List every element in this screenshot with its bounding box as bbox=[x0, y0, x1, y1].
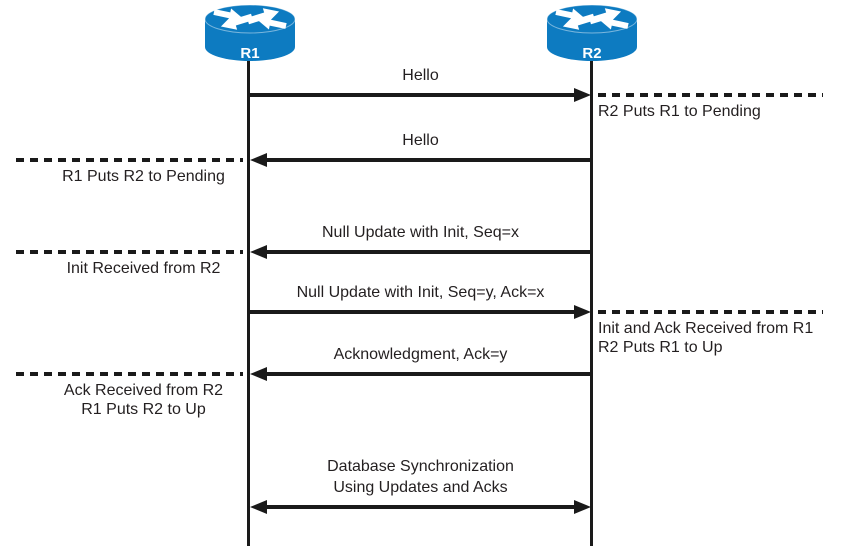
message-label: Hello bbox=[402, 132, 439, 149]
dashed-line bbox=[16, 158, 243, 162]
message-label: Null Update with Init, Seq=x bbox=[322, 224, 519, 241]
router-arrows-icon bbox=[213, 8, 287, 30]
arrowhead-left-icon bbox=[250, 500, 267, 514]
dashed-line bbox=[16, 372, 243, 376]
annotation-line2: R2 Puts R1 to Up bbox=[598, 339, 723, 356]
message-label: Acknowledgment, Ack=y bbox=[333, 346, 508, 363]
annotation-line2: R1 Puts R2 to Up bbox=[81, 401, 206, 418]
arrowhead-left-icon bbox=[250, 245, 267, 259]
annotation-text: R2 Puts R1 to Pending bbox=[598, 103, 761, 120]
dashed-line bbox=[598, 93, 823, 97]
arrow-line bbox=[264, 158, 591, 162]
annotation-init-ack-received-from-r1: Init and Ack Received from R1 R2 Puts R1… bbox=[598, 310, 858, 357]
annotation-r2-puts-r1-pending: R2 Puts R1 to Pending bbox=[598, 93, 858, 121]
message-label-line1: Database Synchronization bbox=[327, 458, 514, 475]
router-icon-r1: R1 bbox=[204, 4, 296, 62]
arrowhead-right-icon bbox=[574, 305, 591, 319]
arrow-line bbox=[250, 93, 577, 97]
arrowhead-left-icon bbox=[250, 153, 267, 167]
annotation-line1: Ack Received from R2 bbox=[63, 382, 224, 399]
dashed-line bbox=[598, 310, 823, 314]
arrow-line bbox=[250, 310, 577, 314]
router-label-r1: R1 bbox=[240, 45, 259, 62]
message-label-line2: Using Updates and Acks bbox=[333, 479, 508, 496]
arrow-line bbox=[264, 250, 591, 254]
arrow-line bbox=[264, 505, 577, 509]
annotation-line1: Init and Ack Received from R1 bbox=[598, 320, 814, 337]
router-label-r2: R2 bbox=[582, 45, 601, 62]
annotation-text: Ack Received from R2 R1 Puts R2 to Up bbox=[30, 381, 257, 419]
annotation-init-received-from-r2: Init Received from R2 bbox=[16, 250, 243, 278]
dashed-line bbox=[16, 250, 243, 254]
annotation-text: Init Received from R2 bbox=[66, 260, 221, 277]
lifeline-r1 bbox=[247, 52, 250, 546]
router-arrows-icon bbox=[555, 8, 629, 30]
arrowhead-left-icon bbox=[250, 367, 267, 381]
lifeline-r2 bbox=[590, 52, 593, 546]
annotation-text: R1 Puts R2 to Pending bbox=[62, 168, 225, 185]
arrowhead-right-icon bbox=[574, 500, 591, 514]
message-label: Null Update with Init, Seq=y, Ack=x bbox=[296, 284, 545, 301]
annotation-r1-puts-r2-pending: R1 Puts R2 to Pending bbox=[16, 158, 243, 186]
message-label: Hello bbox=[402, 67, 439, 84]
router-icon-r2: R2 bbox=[546, 4, 638, 62]
message-label: Database Synchronization Using Updates a… bbox=[250, 456, 591, 498]
arrow-line bbox=[264, 372, 591, 376]
annotation-ack-received-from-r2: Ack Received from R2 R1 Puts R2 to Up bbox=[16, 372, 243, 419]
arrowhead-right-icon bbox=[574, 88, 591, 102]
annotation-text: Init and Ack Received from R1 R2 Puts R1… bbox=[598, 319, 858, 357]
